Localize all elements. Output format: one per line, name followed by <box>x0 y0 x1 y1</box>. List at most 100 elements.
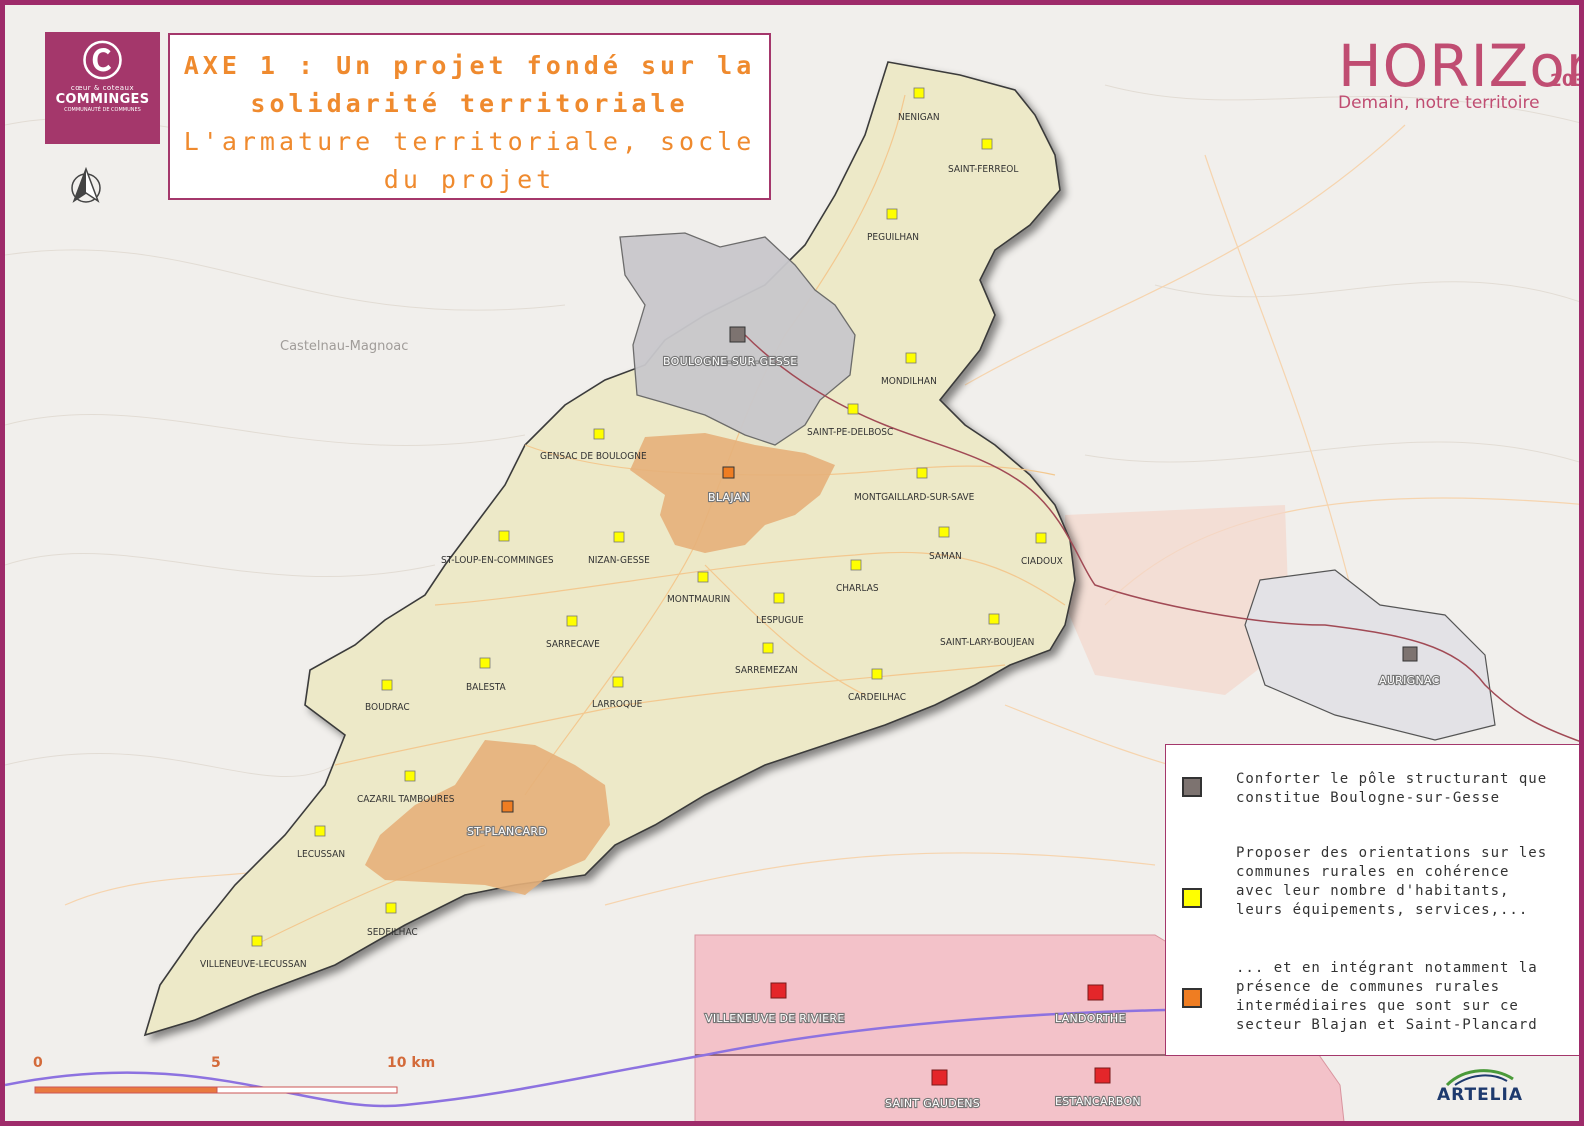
label-blajan: BLAJAN <box>708 491 750 504</box>
artelia-logo: ARTELIA <box>1410 1063 1550 1111</box>
label-castelnau: Castelnau-Magnoac <box>280 339 408 354</box>
label-sedeilhac: SEDEILHAC <box>367 927 418 938</box>
label-sarrecave: SARRECAVE <box>546 639 600 650</box>
logo-line1: cœur & coteaux <box>70 84 135 92</box>
marker-saman[interactable] <box>938 526 950 538</box>
label-peguilhan: PEGUILHAN <box>867 232 919 243</box>
label-sarremezan: SARREMEZAN <box>735 665 798 676</box>
c-logo-icon: Ⓒ <box>82 39 123 85</box>
label-boulogne: BOULOGNE-SUR-GESSE <box>663 355 798 368</box>
label-gensac: GENSAC DE BOULOGNE <box>540 451 647 462</box>
legend: Conforter le pôle structurant que consti… <box>1165 744 1579 1056</box>
zone-secondary <box>1065 505 1290 695</box>
label-villeneuvelecussan: VILLENEUVE-LECUSSAN <box>200 959 307 970</box>
marker-cardeilhac[interactable] <box>871 668 883 680</box>
marker-lespugue[interactable] <box>773 592 785 604</box>
marker-saintlary[interactable] <box>988 613 1000 625</box>
marker-villeneuve[interactable] <box>770 982 787 999</box>
marker-saintferreol[interactable] <box>981 138 993 150</box>
label-aurignac: AURIGNAC <box>1379 674 1440 687</box>
marker-lecussan[interactable] <box>314 825 326 837</box>
label-ciadoux: CIADOUX <box>1021 556 1063 567</box>
label-charlas: CHARLAS <box>836 583 879 594</box>
scale-label-5: 5 <box>211 1055 221 1071</box>
label-saintpe: SAINT-PE-DELBOSC <box>807 427 893 438</box>
scale-label-10: 10 km <box>387 1055 436 1071</box>
label-montgaillard: MONTGAILLARD-SUR-SAVE <box>854 492 975 503</box>
commune-markers <box>251 87 1047 947</box>
marker-landorthe[interactable] <box>1087 984 1104 1001</box>
marker-sarrecave[interactable] <box>566 615 578 627</box>
marker-montgaillard[interactable] <box>916 467 928 479</box>
marker-peguilhan[interactable] <box>886 208 898 220</box>
marker-aurignac[interactable] <box>1402 646 1418 662</box>
pole-markers <box>501 326 1418 1086</box>
title-line3: L'armature territoriale, socle <box>183 127 756 156</box>
legend-text-2: Proposer des orientations sur les commun… <box>1236 845 1548 918</box>
aurignac-area <box>1244 569 1496 741</box>
marker-charlas[interactable] <box>850 559 862 571</box>
label-stloup: ST-LOUP-EN-COMMINGES <box>441 555 554 566</box>
marker-sedeilhac[interactable] <box>385 902 397 914</box>
ccc-logo: Ⓒ cœur & coteaux COMMINGES COMMUNAUTÉ DE… <box>45 32 160 144</box>
marker-stloup[interactable] <box>498 530 510 542</box>
label-montmaurin: MONTMAURIN <box>667 594 730 605</box>
legend-text-1: Conforter le pôle structurant que consti… <box>1236 771 1548 806</box>
label-saintlary: SAINT-LARY-BOUJEAN <box>940 637 1034 648</box>
legend-text-3: ... et en intégrant notamment la présenc… <box>1236 960 1538 1033</box>
marker-saintgaudens[interactable] <box>931 1069 948 1086</box>
north-arrow-icon <box>71 167 101 203</box>
title-box: AXE 1 : Un projet fondé sur la solidarit… <box>168 33 771 200</box>
label-cazaril: CAZARIL TAMBOURES <box>357 794 455 805</box>
marker-blajan[interactable] <box>722 466 735 479</box>
marker-nenigan[interactable] <box>913 87 925 99</box>
blajan-area <box>630 433 835 553</box>
marker-villeneuvelecussan[interactable] <box>251 935 263 947</box>
label-lespugue: LESPUGUE <box>756 615 804 626</box>
artelia-name: ARTELIA <box>1436 1085 1523 1105</box>
legend-swatch-gray <box>1182 777 1202 797</box>
horizon-logo: HORIZon 2030 Demain, notre territoire <box>1338 35 1579 115</box>
marker-saintpe[interactable] <box>847 403 859 415</box>
label-stplancard: ST-PLANCARD <box>467 825 547 838</box>
marker-ciadoux[interactable] <box>1035 532 1047 544</box>
marker-larroque[interactable] <box>612 676 624 688</box>
label-landorthe: LANDORTHE <box>1055 1012 1126 1025</box>
horizon-tagline: Demain, notre territoire <box>1338 93 1540 113</box>
marker-stplancard[interactable] <box>501 800 514 813</box>
marker-boudrac[interactable] <box>381 679 393 691</box>
marker-boulogne[interactable] <box>729 326 746 343</box>
scale-bar: 0 5 10 km <box>33 1055 453 1115</box>
scale-label-0: 0 <box>33 1055 43 1071</box>
scale-bar-graphic <box>34 1086 398 1094</box>
highway <box>5 1008 1166 1108</box>
label-mondilhan: MONDILHAN <box>881 376 937 387</box>
label-villeneuve: VILLENEUVE DE RIVIERE <box>705 1012 845 1025</box>
label-saintferreol: SAINT-FERREOL <box>948 164 1018 175</box>
departmental-road <box>744 334 1579 742</box>
marker-montmaurin[interactable] <box>697 571 709 583</box>
logo-line2: COMMINGES <box>55 92 150 107</box>
title-line1: AXE 1 : Un projet fondé sur la <box>183 51 756 80</box>
label-balesta: BALESTA <box>466 682 506 693</box>
label-larroque: LARROQUE <box>592 699 643 710</box>
label-estancarbon: ESTANCARBON <box>1055 1095 1141 1108</box>
marker-estancarbon[interactable] <box>1094 1067 1111 1084</box>
label-saman: SAMAN <box>929 551 962 562</box>
legend-swatch-yellow <box>1182 888 1202 908</box>
title-line4: du projet <box>383 165 556 194</box>
marker-nizan[interactable] <box>613 531 625 543</box>
label-boudrac: BOUDRAC <box>365 702 410 713</box>
marker-mondilhan[interactable] <box>905 352 917 364</box>
label-saintgaudens: SAINT GAUDENS <box>885 1097 980 1110</box>
marker-gensac[interactable] <box>593 428 605 440</box>
marker-cazaril[interactable] <box>404 770 416 782</box>
logo-line3: COMMUNAUTÉ DE COMMUNES <box>64 107 141 113</box>
marker-balesta[interactable] <box>479 657 491 669</box>
label-nizan: NIZAN-GESSE <box>588 555 650 566</box>
marker-sarremezan[interactable] <box>762 642 774 654</box>
label-cardeilhac: CARDEILHAC <box>848 692 906 703</box>
title-line2: solidarité territoriale <box>250 89 689 118</box>
horizon-year: 2030 <box>1550 71 1579 91</box>
